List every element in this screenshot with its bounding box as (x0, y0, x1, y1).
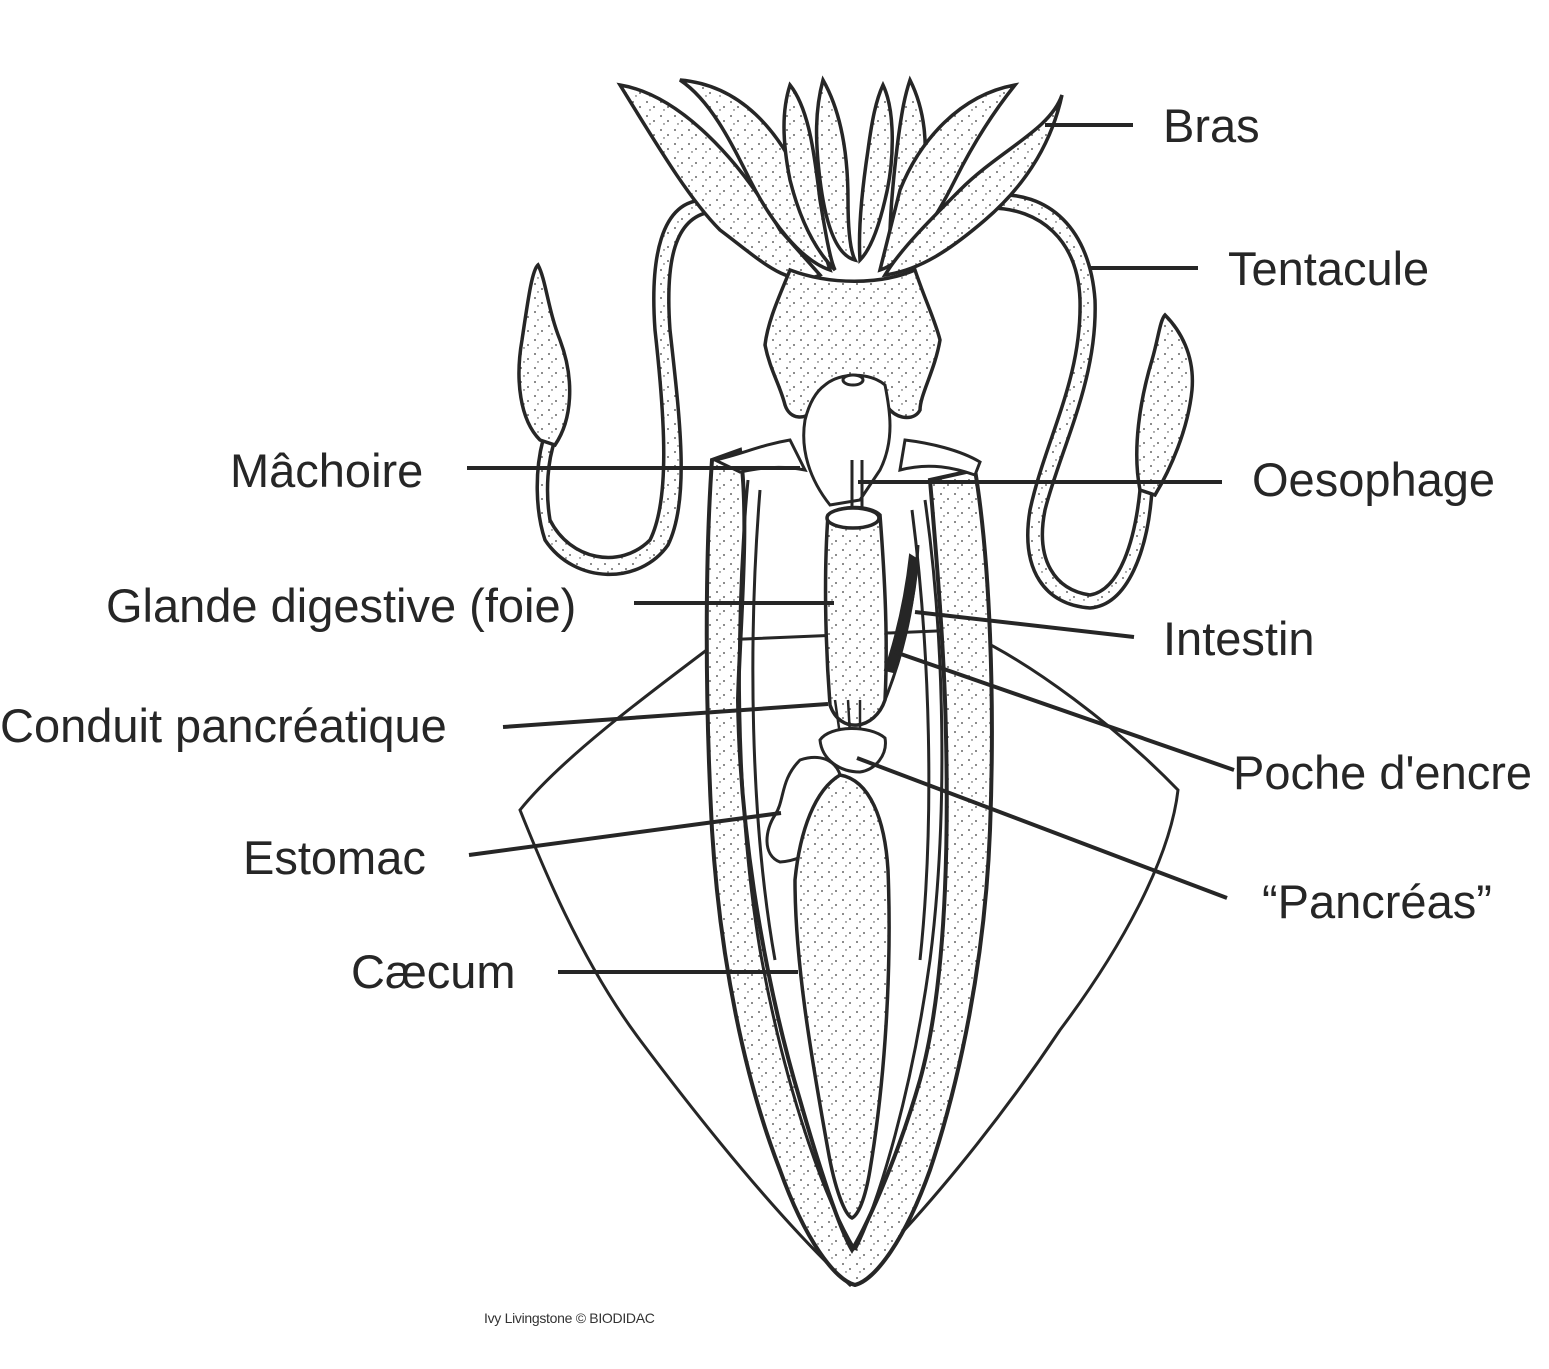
leader-estomac (468, 811, 782, 857)
label-estomac: Estomac (243, 831, 426, 884)
caecum (793, 773, 891, 1220)
leader-conduit (502, 702, 829, 729)
arms (616, 75, 1064, 281)
leader-intestin (914, 610, 1135, 639)
leader-lines (467, 123, 1235, 974)
label-caecum: Cæcum (351, 945, 516, 998)
label-glande-digestive: Glande digestive (foie) (106, 579, 577, 632)
label-poche-encre: Poche d'encre (1233, 746, 1533, 799)
label-machoire: Mâchoire (230, 444, 424, 497)
label-intestin: Intestin (1163, 612, 1315, 665)
mantle-body (704, 447, 994, 1288)
tentacle-right (988, 192, 1195, 610)
tentacle-left (517, 198, 713, 577)
credit-text: Ivy Livingstone © BIODIDAC (484, 1310, 655, 1326)
digestive-gland (823, 505, 888, 727)
buccal-and-neck (710, 373, 982, 507)
label-tentacule: Tentacule (1228, 242, 1430, 295)
leader-poche (894, 650, 1235, 772)
leader-pancreas (856, 756, 1228, 900)
label-bras: Bras (1163, 99, 1260, 152)
mantle-inner-lines (737, 479, 944, 1251)
label-oesophage: Oesophage (1252, 453, 1496, 506)
label-conduit-pancreatique: Conduit pancréatique (0, 699, 447, 752)
intestine (883, 544, 920, 701)
label-pancreas: “Pancréas” (1262, 875, 1492, 928)
